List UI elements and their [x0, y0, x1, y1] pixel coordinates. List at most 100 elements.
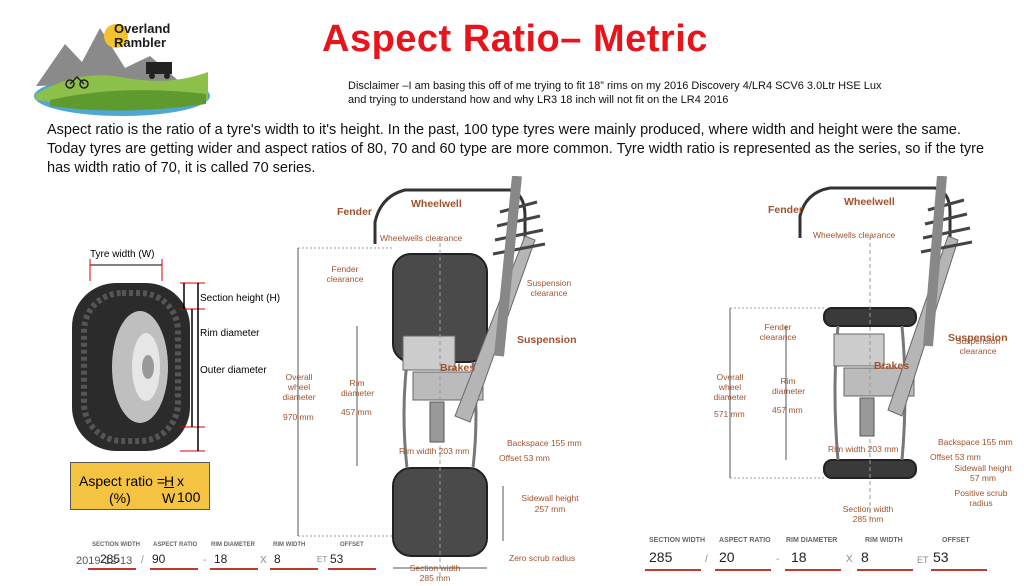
- offset-label: Offset 53 mm: [499, 453, 550, 463]
- outer-diameter-label: Outer diameter: [200, 365, 267, 376]
- offset-value-right: 53: [933, 549, 949, 565]
- formula-prefix: Aspect ratio =: [79, 473, 165, 489]
- formula-tail: x 100: [177, 473, 201, 505]
- overall-wheel-diameter-label: Overall wheel diameter: [282, 372, 316, 402]
- section-width-label-right: Section width: [842, 504, 894, 514]
- form-label-offset-right: OFFSET: [942, 537, 970, 544]
- aspect-ratio-formula: Aspect ratio = H x 100 (%) W: [70, 462, 210, 510]
- right-wheel-diagram: Fender Wheelwell Wheelwells clearance Fe…: [710, 175, 1020, 526]
- overall-wheel-diameter-label-right: Overall wheel diameter: [713, 372, 747, 402]
- backspace-label-right: Backspace 155 mm: [938, 437, 1013, 447]
- brakes-label-right: Brakes: [874, 360, 910, 372]
- rim-width-value: 8: [274, 552, 281, 566]
- disclaimer-line1: Disclaimer –I am basing this off of me t…: [348, 80, 882, 92]
- fender-clearance-label-right: Fender clearance: [759, 322, 797, 342]
- rim-width-select[interactable]: 8: [270, 552, 318, 570]
- form-label-rim-width: RIM WIDTH: [273, 542, 306, 548]
- positive-scrub-label: Positive scrub radius: [954, 488, 1008, 508]
- disclaimer-line2: and trying to understand how and why LR3…: [348, 94, 729, 106]
- rim-diameter-select[interactable]: 18: [210, 552, 258, 570]
- section-width-label: Section width: [409, 563, 461, 573]
- suspension-label-right: Suspension: [948, 332, 1008, 344]
- form-label-section-width: SECTION WIDTH: [92, 542, 140, 548]
- form-label-section-width-right: SECTION WIDTH: [649, 537, 705, 544]
- aspect-ratio-value: 90: [152, 552, 166, 566]
- wheelwell-label: Wheelwell: [411, 198, 462, 210]
- logo-line1: Overland: [114, 21, 171, 36]
- logo-landscape-icon: [34, 24, 210, 116]
- fender-label-right: Fender: [768, 204, 804, 216]
- formula-numerator: H: [164, 473, 175, 489]
- suspension-clearance-label: Suspension clearance: [526, 278, 572, 298]
- offset-value: 53: [330, 552, 344, 566]
- section-height-label: Section height (H): [200, 293, 281, 304]
- rim-width-label: Rim width 203 mm: [399, 446, 470, 456]
- aspect-ratio-value-right: 20: [719, 549, 735, 565]
- section-width-select[interactable]: 285: [88, 552, 136, 570]
- formula-percent: (%): [109, 490, 131, 506]
- fender-clearance-label: Fender clearance: [326, 264, 364, 284]
- aspect-ratio-select[interactable]: 90: [150, 552, 198, 570]
- date-overlay: 2019-12-13: [76, 555, 133, 567]
- sep-slash: /: [141, 555, 144, 566]
- rim-width-select-right[interactable]: 8: [857, 549, 913, 571]
- sidewall-height-value-right: 57 mm: [970, 473, 996, 483]
- left-wheel-assembly-icon: [297, 175, 546, 576]
- sidewall-height-label-right: Sidewall height: [954, 463, 1012, 473]
- zero-scrub-label: Zero scrub radius: [509, 553, 576, 563]
- wheelwells-clearance-label: Wheelwells clearance: [380, 233, 463, 243]
- form-label-rim-width-right: RIM WIDTH: [865, 537, 903, 544]
- rim-diameter-value-right: 457 mm: [772, 405, 803, 415]
- sep-dash-right: -: [776, 554, 780, 565]
- form-label-aspect-ratio: ASPECT RATIO: [153, 542, 198, 548]
- section-width-value: 285 mm: [419, 573, 451, 583]
- form-label-offset: OFFSET: [340, 542, 364, 548]
- sep-slash-right: /: [705, 554, 708, 565]
- overall-diameter-value-right: 571 mm: [714, 409, 745, 419]
- tyre-size-form-left: SECTION WIDTH ASPECT RATIO RIM DIAMETER …: [88, 540, 388, 580]
- suspension-label: Suspension: [517, 334, 577, 346]
- sep-et: ET: [317, 555, 328, 564]
- sep-et-right: ET: [917, 555, 929, 565]
- section-width-select-right[interactable]: 285: [645, 549, 701, 571]
- wheelwells-clearance-label-right: Wheelwells clearance: [813, 230, 896, 240]
- brakes-label: Brakes: [440, 362, 476, 374]
- offset-select[interactable]: 53: [328, 552, 376, 570]
- backspace-label: Backspace 155 mm: [507, 438, 582, 448]
- rim-diameter-value-right: 18: [791, 549, 807, 565]
- rim-width-label-right: Rim width 203 mm: [828, 444, 899, 454]
- rim-diameter-select-right[interactable]: 18: [785, 549, 841, 571]
- section-width-value-right: 285: [649, 549, 673, 565]
- logo: Overland Rambler: [30, 16, 220, 118]
- rim-diameter-value-left: 457 mm: [341, 407, 372, 417]
- sidewall-height-label: Sidewall height: [521, 493, 579, 503]
- offset-select-right[interactable]: 53: [931, 549, 987, 571]
- sep-x-right: X: [846, 554, 853, 565]
- rim-diameter-value: 18: [214, 552, 228, 566]
- wheelwell-label-right: Wheelwell: [844, 196, 895, 208]
- rim-width-value-right: 8: [861, 549, 869, 565]
- formula-denominator: W: [162, 490, 176, 506]
- form-label-aspect-ratio-right: ASPECT RATIO: [719, 537, 771, 544]
- fender-label: Fender: [337, 206, 373, 218]
- rim-diameter-label-left: Rim diameter: [341, 378, 375, 398]
- tyre-size-form-right: SECTION WIDTH ASPECT RATIO RIM DIAMETER …: [645, 535, 1005, 580]
- rim-diameter-label-right: Rim diameter: [772, 376, 806, 396]
- page-title: Aspect Ratio– Metric: [322, 18, 708, 60]
- form-label-rim-diameter-right: RIM DIAMETER: [786, 537, 838, 544]
- offset-label-right: Offset 53 mm: [930, 452, 981, 462]
- overall-diameter-value: 970 mm: [283, 412, 314, 422]
- tyre-diagram: Tyre width (W) Section height (H) Rim di…: [60, 245, 290, 455]
- left-wheel-diagram: Fender Wheelwell Wheelwells clearance Fe…: [282, 175, 610, 583]
- section-width-value: 285: [100, 552, 121, 566]
- sep-dash: -: [203, 555, 207, 566]
- sep-x: X: [260, 555, 267, 566]
- tyre-icon: [72, 259, 205, 452]
- suspension-clearance-label-right: Suspension clearance: [955, 336, 1001, 356]
- section-width-value-right: 285 mm: [852, 514, 884, 524]
- body-paragraph: Aspect ratio is the ratio of a tyre's wi…: [47, 122, 985, 176]
- logo-line2: Rambler: [114, 35, 167, 50]
- rim-diameter-label: Rim diameter: [200, 328, 260, 339]
- aspect-ratio-select-right[interactable]: 20: [715, 549, 771, 571]
- tyre-width-label: Tyre width (W): [90, 249, 155, 260]
